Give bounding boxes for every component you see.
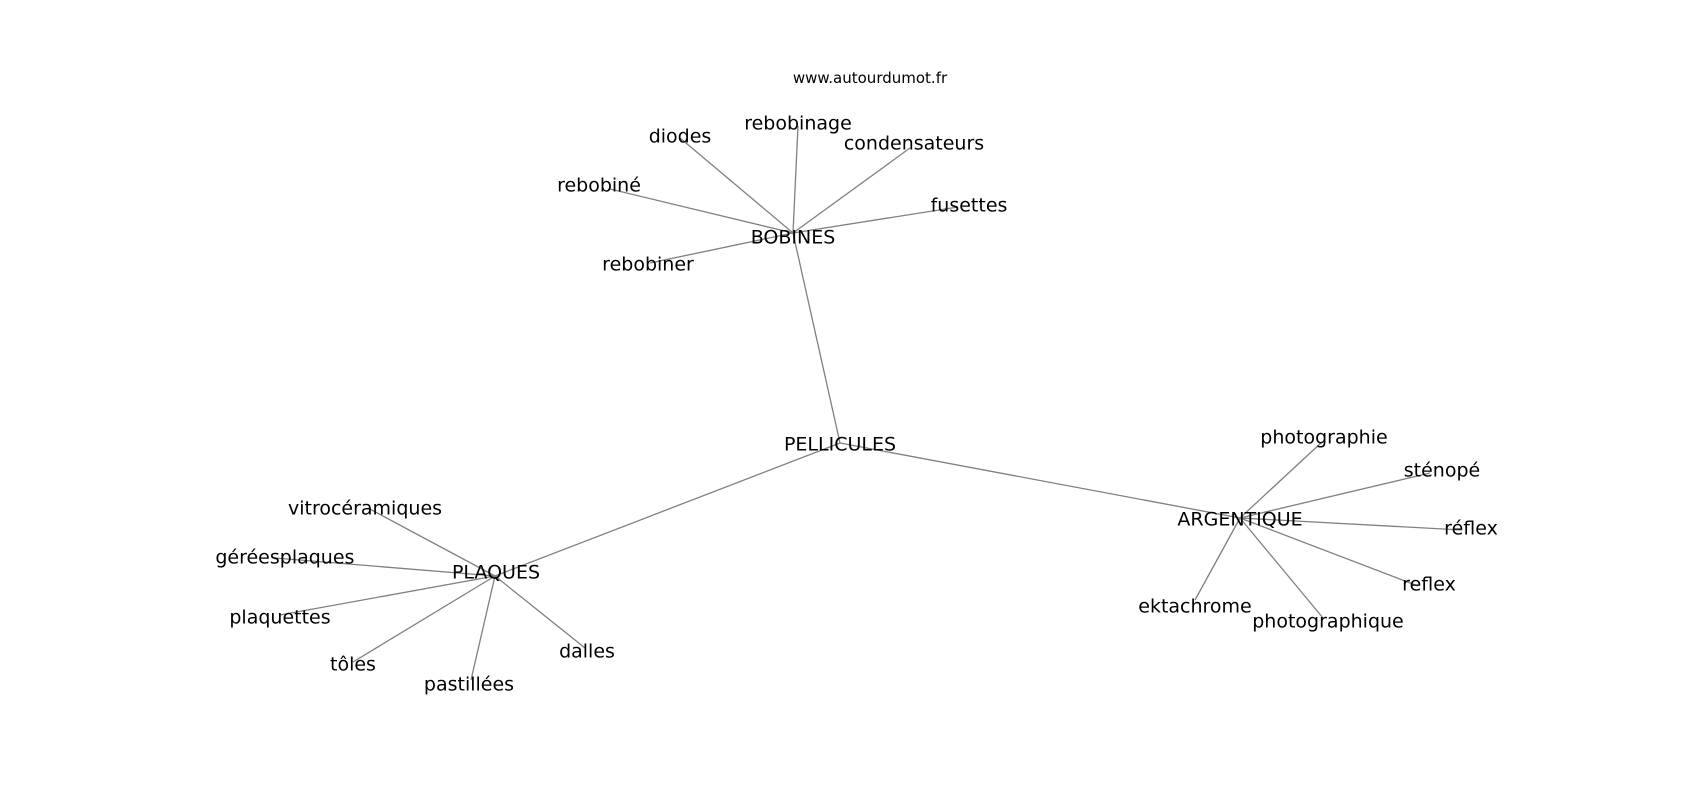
edge-argentique-0 [1239,441,1323,519]
leaf-node-label: vitrocéramiques [288,498,442,520]
edge-bobines-3 [609,188,794,234]
leaf-node-label: plaquettes [229,607,330,629]
edge-layer [274,125,1463,681]
edge-plaques-2 [279,575,496,616]
leaf-node-label: sténopé [1404,460,1480,482]
edge-center-bobines [792,232,841,444]
leaf-node-label: pastillées [424,674,514,696]
source-url: www.autourdumot.fr [793,69,948,87]
edge-argentique-1 [1239,472,1431,519]
edge-bobines-2 [792,147,911,234]
leaf-node-label: photographique [1252,611,1404,633]
edge-plaques-4 [470,575,496,681]
edge-argentique-5 [1239,517,1324,619]
edge-argentique-4 [1194,517,1241,601]
leaf-node-label: rebobinage [744,113,852,135]
leaf-node-label: rebobiné [557,175,641,197]
leaf-node-label: photographie [1260,427,1387,449]
leaf-node-label: reflex [1402,574,1456,596]
leaf-node-label: dalles [559,641,615,663]
hub-node-label-plaques: PLAQUES [452,562,540,584]
edge-center-argentique [839,442,1241,519]
leaf-node-label: frigéréesplaques [196,547,355,569]
edge-plaques-5 [494,575,586,649]
leaf-node-label: réflex [1444,518,1498,540]
center-node-label: PELLICULES [784,434,896,456]
edge-plaques-0 [367,507,496,577]
edge-bobines-0 [679,137,794,234]
edge-plaques-3 [352,575,496,663]
leaf-node-label: fusettes [931,195,1008,217]
leaf-node-label: condensateurs [844,133,984,155]
edge-bobines-1 [792,125,799,234]
leaf-node-label: tôles [330,654,376,676]
edge-argentique-2 [1239,517,1463,531]
leaf-node-label: ektachrome [1138,596,1252,618]
hub-node-label-argentique: ARGENTIQUE [1177,509,1302,531]
label-layer: PELLICULES BOBINES diodes rebobinagecondens… [196,113,1498,696]
edge-bobines-4 [792,206,959,234]
hub-node-label-bobines: BOBINES [751,227,836,249]
edge-bobines-5 [649,232,794,264]
edge-plaques-1 [274,557,496,577]
leaf-node-label: rebobiner [602,254,694,276]
edge-argentique-3 [1239,517,1419,587]
edge-center-plaques [494,442,841,577]
leaf-node-label: diodes [649,126,712,148]
